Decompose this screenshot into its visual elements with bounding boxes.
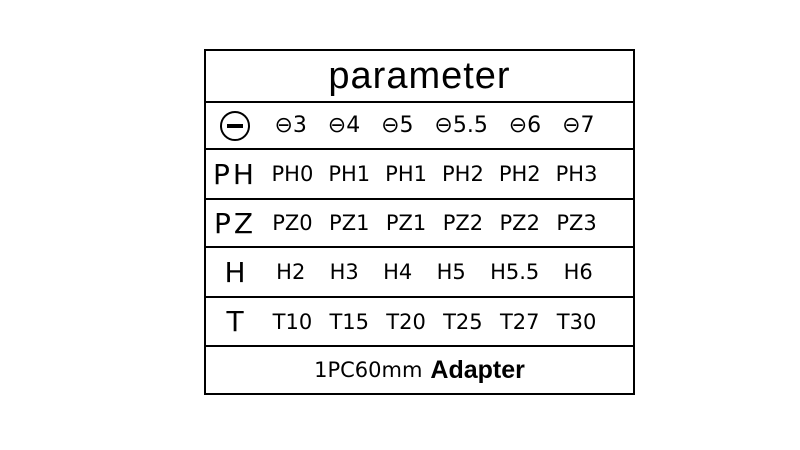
row-label-h: H [224, 255, 246, 289]
row-label-pz: PZ [213, 206, 257, 240]
torx-row: T T10 T15 T20 T25 T27 T30 [206, 298, 633, 347]
table-cell: ⊖6 [508, 113, 542, 138]
table-cell: H6 [563, 260, 593, 284]
table-cell: PH2 [498, 162, 541, 186]
table-title: parameter [328, 54, 511, 97]
table-cell: ⊖5 [381, 113, 414, 138]
table-cell: H5.5 [490, 260, 540, 284]
hex-values: H2 H3 H4 H5 H5.5 H6 [264, 248, 605, 296]
table-cell: ⊖4 [327, 113, 361, 138]
adapter-quantity: 1PC60mm [314, 358, 423, 382]
table-cell: ⊖3 [274, 113, 307, 138]
row-label-slotted [206, 103, 264, 148]
table-cell: T27 [499, 309, 540, 334]
phillips-values: PH0 PH1 PH1 PH2 PH2 PH3 [264, 150, 605, 198]
table-cell: T10 [272, 309, 313, 334]
table-cell: PH2 [441, 162, 484, 186]
table-cell: PZ2 [499, 211, 540, 235]
table-cell: T30 [556, 309, 597, 334]
table-cell: T20 [386, 309, 426, 334]
torx-values: T10 T15 T20 T25 T27 T30 [264, 298, 605, 345]
row-label-ph: PH [213, 157, 257, 191]
table-cell: PZ0 [272, 211, 313, 235]
hex-row: H H2 H3 H4 H5 H5.5 H6 [206, 248, 633, 298]
table-cell: T25 [443, 309, 483, 334]
table-cell: PH1 [385, 162, 427, 186]
table-cell: ⊖7 [562, 113, 595, 138]
title-row: parameter [206, 51, 633, 103]
table-cell: H2 [276, 260, 306, 284]
table-cell: PZ1 [385, 211, 427, 235]
table-cell: PH3 [555, 162, 598, 186]
slotted-screwdriver-icon [220, 110, 250, 141]
parameter-table: parameter ⊖3 ⊖4 ⊖5 ⊖5.5 ⊖6 ⊖7 PH PH0 PH1… [204, 49, 635, 395]
table-cell: PZ3 [556, 211, 597, 235]
pozidriv-values: PZ0 PZ1 PZ1 PZ2 PZ2 PZ3 [264, 200, 605, 246]
table-cell: PH0 [271, 162, 314, 186]
table-cell: ⊖5.5 [434, 113, 488, 138]
table-cell: H3 [329, 260, 359, 284]
table-cell: H4 [383, 260, 413, 284]
adapter-name: Adapter [430, 355, 525, 384]
pozidriv-row: PZ PZ0 PZ1 PZ1 PZ2 PZ2 PZ3 [206, 200, 633, 248]
row-label-t: T [226, 305, 244, 338]
phillips-row: PH PH0 PH1 PH1 PH2 PH2 PH3 [206, 150, 633, 200]
adapter-row: 1PC60mm Adapter [206, 347, 633, 393]
table-cell: PZ2 [442, 211, 484, 235]
table-cell: T15 [329, 309, 370, 334]
adapter-cell: 1PC60mm Adapter [206, 347, 633, 393]
table-cell: PH1 [328, 162, 371, 186]
table-cell: H5 [436, 260, 466, 284]
slotted-values: ⊖3 ⊖4 ⊖5 ⊖5.5 ⊖6 ⊖7 [264, 103, 605, 148]
table-cell: PZ1 [329, 211, 370, 235]
slotted-row: ⊖3 ⊖4 ⊖5 ⊖5.5 ⊖6 ⊖7 [206, 103, 633, 150]
